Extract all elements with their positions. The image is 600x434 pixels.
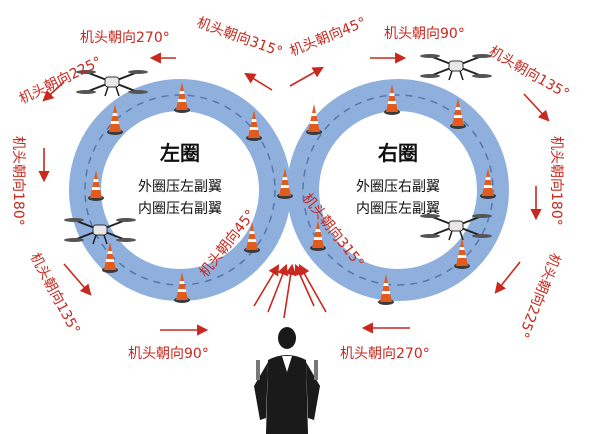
label-top-left-270: 机头朝向270° [80,30,170,46]
right-loop-line-2: 内圈压左副翼 [356,201,440,217]
arrow-upper-left [42,81,65,102]
left-loop-title: 左圈 [160,141,200,165]
left-loop-caption: 左圈 外圈压左副翼 内圈压右副翼 [138,141,222,217]
left-loop-line-1: 外圈压左副翼 [138,179,222,195]
drone-icon [419,53,493,81]
label-upper-right-135: 机头朝向135° [486,44,572,103]
arrow-lower-left [63,263,92,296]
label-left-180: 机头朝向180° [10,136,26,226]
label-upper-left-225: 机头朝向225° [17,54,105,108]
arrow-top-mid-left [244,72,273,91]
label-bottom-right-270: 机头朝向270° [340,346,430,362]
arrow-center-right-2 [298,264,327,313]
arrow-top-mid-right [289,66,324,87]
label-lower-right-225: 机头朝向225° [515,251,563,340]
right-loop-caption: 右圈 外圈压右副翼 内圈压左副翼 [356,141,440,217]
left-loop-line-2: 内圈压右副翼 [138,201,222,217]
arrow-center-left-3 [283,263,297,319]
arrow-center-left-1 [253,264,280,307]
right-loop-line-1: 外圈压右副翼 [356,179,440,195]
direction-arrows [38,52,550,336]
right-loop-title: 右圈 [378,141,418,165]
arrow-lower-right [494,261,521,294]
label-top-mid-315: 机头朝向315° [195,15,285,61]
label-right-180: 机头朝向180° [548,136,564,226]
label-bottom-left-90: 机头朝向90° [128,346,209,362]
pilot-figure-icon [254,327,320,434]
label-top-mid-45: 机头朝向45° [288,15,369,60]
arrow-upper-right [523,93,550,122]
label-lower-left-135: 机头朝向135° [26,250,82,337]
label-top-right-90: 机头朝向90° [384,26,465,42]
arrow-center-left-2 [267,263,288,313]
